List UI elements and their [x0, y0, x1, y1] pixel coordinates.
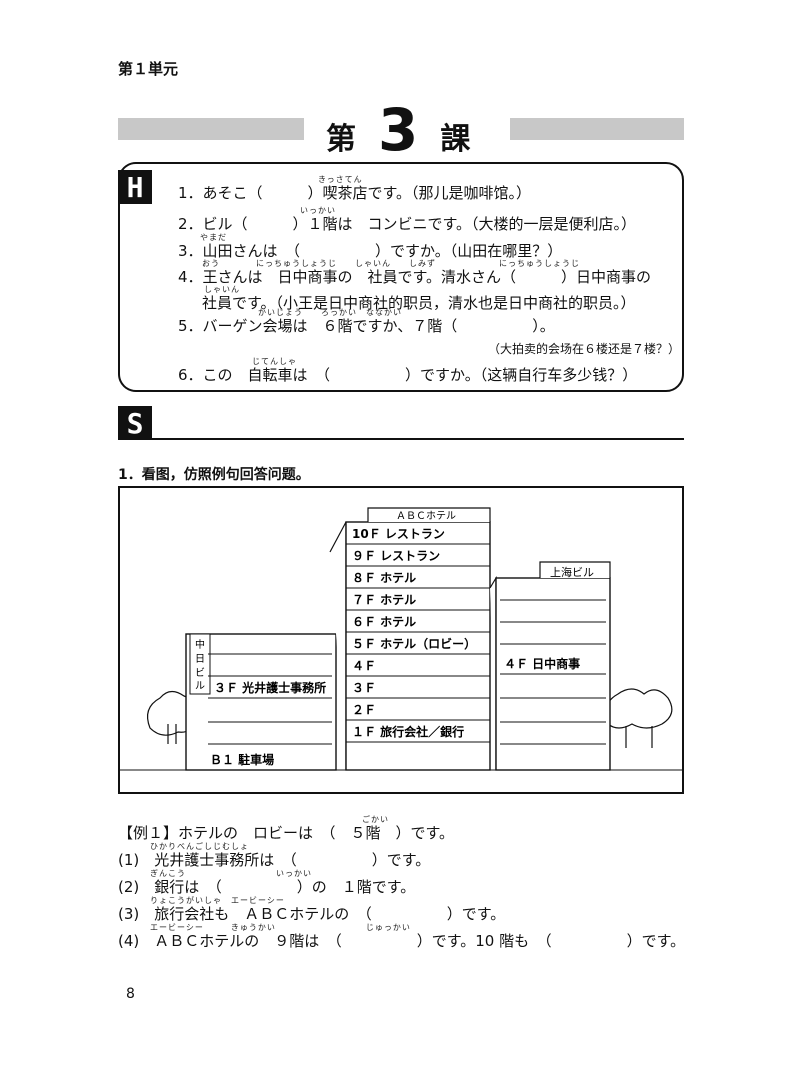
abc-floor-1: １Ｆ 旅行会社／銀行: [352, 724, 464, 739]
exercise-title: 1．看图，仿照例句回答问题。: [118, 467, 310, 483]
h-line-4: 4．王さんは 日中商事の 社員です。清水さん（ ）日中商事の: [178, 268, 652, 286]
ruby: やまだ: [200, 233, 227, 242]
h-section-box: [118, 162, 684, 392]
nicchu-name-3: ビ: [195, 667, 205, 679]
h-line-5: 5．バーゲン会場は ６階ですか、７階（ ）。: [178, 317, 555, 335]
abc-floor-2: ２Ｆ: [352, 703, 376, 717]
s-section-rule: [118, 438, 684, 440]
h-line-4b: 社員です。（小王是日中商社的职员，清水也是日中商社的职员。）: [202, 294, 636, 312]
page-number: 8: [126, 986, 135, 1002]
ruby: いっかい: [300, 206, 336, 215]
title-band-right: [510, 118, 684, 140]
ruby: おう にっちゅうしょうじ しゃいん しみず にっちゅうしょうじ: [202, 259, 580, 268]
lesson-suffix: 課: [440, 122, 471, 157]
abc-floor-5: ５Ｆ ホテル（ロビー）: [352, 636, 476, 651]
nicchu-name-4: ル: [195, 681, 205, 692]
ruby: ぎんこう いっかい: [150, 869, 312, 878]
building-illustration: 中 日 ビ ル ３Ｆ 光井護士事務所 Ｂ１ 駐車場 ＡＢＣホテル 10Ｆ レスト…: [118, 486, 684, 794]
h-line-5-translation: （大拍卖的会场在６楼还是７楼？）: [488, 342, 681, 356]
example-1: 【例１】ホテルの ロビーは （ ５階 ）です。: [118, 824, 455, 842]
ruby: きっさてん: [318, 175, 363, 184]
nicchu-floor-b1: Ｂ１ 駐車場: [210, 752, 274, 767]
title-band-left: [118, 118, 304, 140]
tree-right-icon: [605, 688, 673, 748]
h-badge: H: [118, 170, 152, 204]
shanghai-name: 上海ビル: [550, 565, 594, 579]
nicchu-name-2: 日: [195, 654, 205, 665]
ruby: かいじょう ろっかい ななかい: [258, 308, 402, 317]
question-4: (4) ＡＢＣホテルの ９階は （ ）です。10 階も （ ）です。: [118, 932, 686, 950]
ruby: ひかりべんごしじむしょ: [150, 842, 249, 851]
ruby: じてんしゃ: [252, 357, 297, 366]
abc-floor-10: 10Ｆ レストラン: [352, 527, 445, 541]
h-line-3: 3．山田さんは （ ）ですか。（山田在哪里？）: [178, 242, 563, 260]
ruby: りょこうがいしゃ エービーシー: [150, 896, 285, 905]
abc-floor-7: ７Ｆ ホテル: [352, 593, 416, 607]
s-badge: S: [118, 406, 152, 440]
ruby: しゃいん: [204, 285, 240, 294]
abc-name: ＡＢＣホテル: [396, 510, 456, 522]
question-1: (1) 光井護士事務所は （ ）です。: [118, 851, 431, 869]
buildings-svg: 中 日 ビ ル ３Ｆ 光井護士事務所 Ｂ１ 駐車場 ＡＢＣホテル 10Ｆ レスト…: [120, 507, 682, 771]
abc-floor-8: ８Ｆ ホテル: [352, 571, 416, 585]
h-line-2: 2．ビル（ ）１階は コンビニです。（大楼的一层是便利店。）: [178, 215, 637, 233]
abc-floor-3: ３Ｆ: [352, 681, 376, 695]
unit-label: 第１単元: [118, 60, 179, 78]
h-line-6: 6．この 自転車は （ ）ですか。（这辆自行车多少钱？）: [178, 366, 638, 384]
abc-floor-6: ６Ｆ ホテル: [352, 615, 416, 629]
nicchu-name-1: 中: [195, 638, 205, 651]
nicchu-floor-3f: ３Ｆ 光井護士事務所: [214, 680, 326, 695]
abc-floor-9: ９Ｆ レストラン: [352, 549, 440, 563]
question-2: (2) 銀行は （ ）の １階です。: [118, 878, 416, 896]
lesson-title: 第 3 課: [326, 100, 470, 160]
lesson-prefix: 第: [326, 122, 356, 157]
ruby: ごかい: [362, 815, 389, 824]
ruby: エービーシー きゅうかい じゅっかい: [150, 923, 411, 932]
shanghai-floor-4f: ４Ｆ 日中商事: [504, 656, 580, 671]
h-line-1: 1．あそこ（ ）喫茶店です。（那儿是咖啡馆。）: [178, 184, 532, 202]
question-3: (3) 旅行会社も ＡＢＣホテルの （ ）です。: [118, 905, 506, 923]
abc-floor-4: ４Ｆ: [352, 659, 376, 673]
lesson-number: 3: [378, 96, 419, 164]
